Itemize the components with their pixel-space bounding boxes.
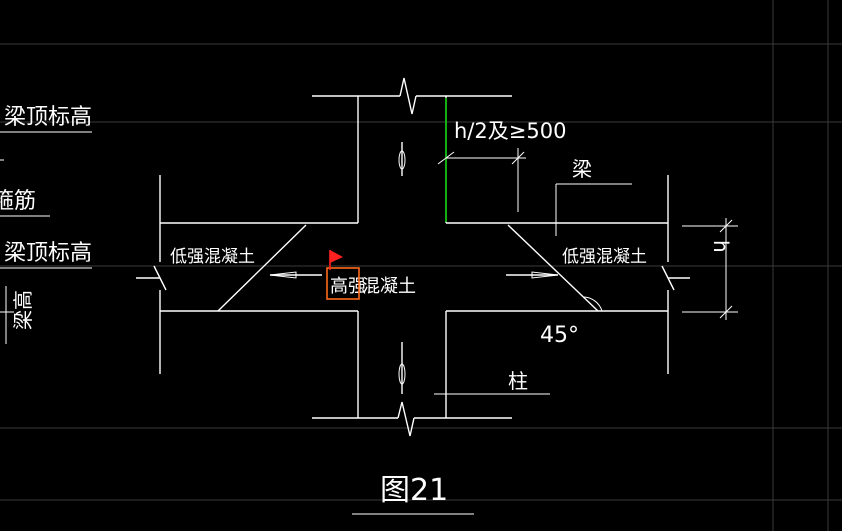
half-h-dimension-text: h/2及≥500 <box>454 119 566 143</box>
half-h-dimension: h/2及≥500 <box>437 119 566 212</box>
text-highlight-box[interactable] <box>326 267 360 300</box>
figure-caption: 图21 <box>380 473 448 508</box>
left-annotations: 梁顶标高 箍筋 梁顶标高 梁高 <box>0 105 92 344</box>
beam-height-vertical-label: 梁高 <box>11 290 35 330</box>
h-dimension: h <box>682 218 738 320</box>
high-strength-label-part2: 混凝土 <box>362 276 416 297</box>
angle-label: 45° <box>540 323 579 348</box>
stirrup-label: 箍筋 <box>0 189 36 214</box>
h-dimension-text: h <box>709 240 733 253</box>
beam-top-elevation-label-1: 梁顶标高 <box>4 105 92 130</box>
column-label: 柱 <box>508 369 528 393</box>
beam-top-elevation-label-2: 梁顶标高 <box>4 241 92 266</box>
high-strength-label-part1: 高强 <box>330 276 366 297</box>
low-strength-concrete-right-label: 低强混凝土 <box>562 247 647 267</box>
beam-label: 梁 <box>572 157 592 181</box>
red-flag-icon[interactable] <box>329 250 343 270</box>
low-strength-concrete-left-label: 低强混凝土 <box>170 247 255 267</box>
